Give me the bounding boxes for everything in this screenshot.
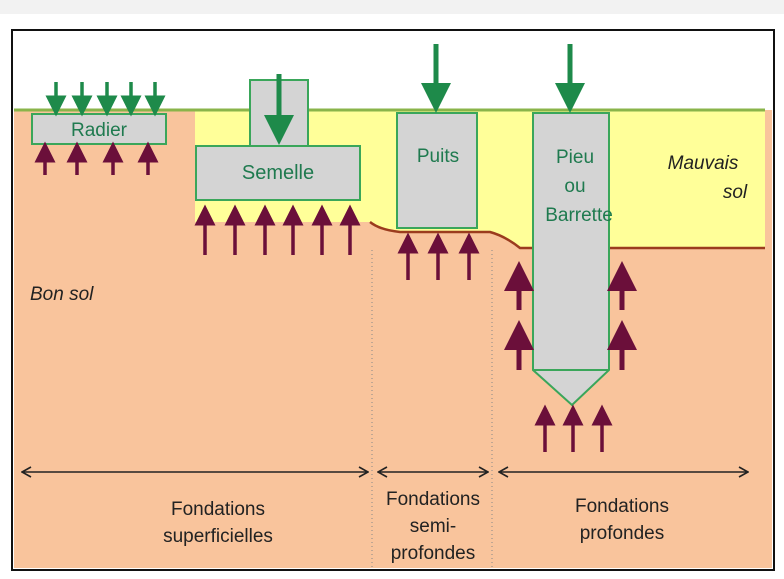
pieu-tip-reaction-arrows (534, 404, 613, 452)
pieu-label-line1: Pieu (556, 147, 594, 168)
semelle-foundation (195, 145, 361, 201)
bad-soil-label-line1: Mauvais (668, 153, 739, 174)
semi-label-line1: Fondations (386, 489, 480, 510)
radier-label: Radier (71, 120, 128, 141)
bad-soil-label-line2: sol (723, 182, 748, 203)
pieu-label-line3: Barrette (545, 205, 613, 226)
semi-label-line3: profondes (391, 543, 476, 564)
semelle-reaction-arrows (194, 204, 361, 255)
semelle-label: Semelle (242, 162, 314, 184)
superficielles-label-line2: superficielles (163, 526, 273, 547)
pieu-label-line2: ou (564, 176, 585, 197)
puits-foundation (396, 112, 478, 229)
puits-reaction-arrows (397, 232, 480, 280)
soil-boundary-line (369, 221, 765, 250)
pieu-side-friction-arrows (504, 261, 637, 370)
semi-label-line2: semi- (410, 516, 456, 537)
radier-reaction-arrows (34, 141, 159, 175)
profondes-label-line1: Fondations (575, 496, 669, 517)
good-soil-label: Bon sol (30, 284, 94, 305)
profondes-label-line2: profondes (580, 523, 665, 544)
radier-load-arrows (45, 82, 166, 117)
superficielles-label-line1: Fondations (171, 499, 265, 520)
radier-foundation (31, 113, 167, 145)
top-border-strip (0, 0, 784, 14)
puits-label: Puits (417, 146, 459, 167)
bad-soil-layer (195, 110, 765, 248)
